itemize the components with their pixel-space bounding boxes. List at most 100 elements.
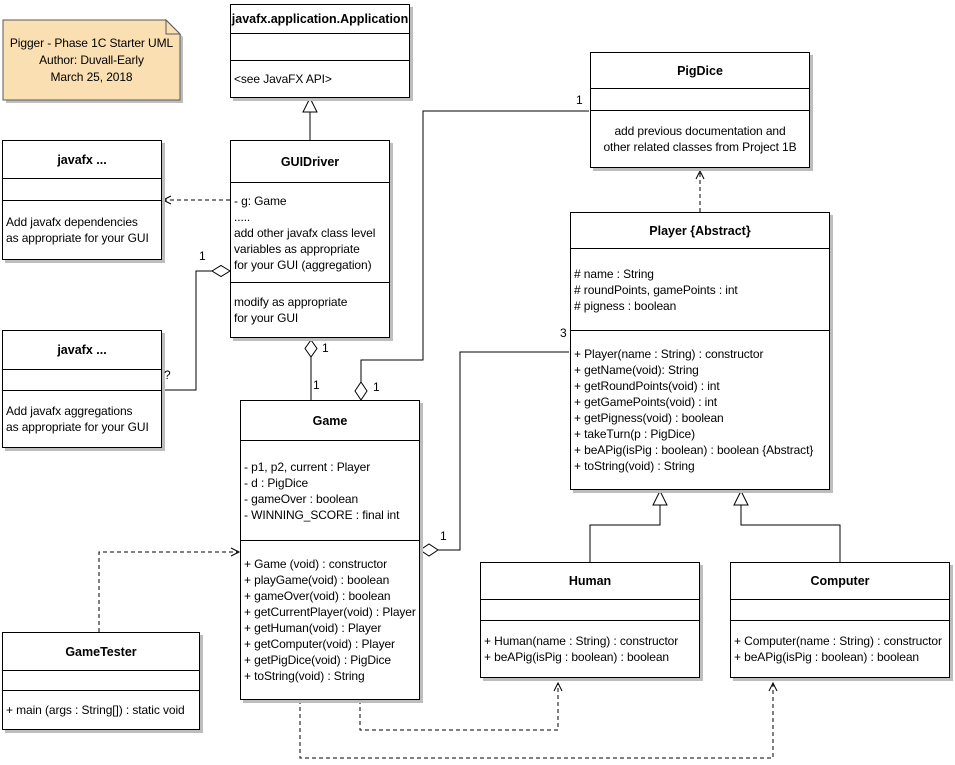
methods-section: + Human(name : String) : constructor + b… [481, 621, 699, 677]
method-line: + getHuman(void) : Player [244, 621, 382, 635]
class-javafx-dependencies[interactable]: javafx ... Add javafx dependencies as ap… [2, 140, 162, 260]
methods-section: Add javafx aggregations as appropriate f… [3, 391, 161, 447]
multiplicity-label: ? [164, 368, 171, 382]
methods-section: + Game (void) : constructor + playGame(v… [241, 541, 419, 699]
aggregation-diamond-icon [354, 381, 368, 401]
class-title: javafx ... [3, 331, 161, 370]
method-line: + Game (void) : constructor [244, 557, 388, 571]
attributes-section: - p1, p2, current : Player - d : PigDice… [241, 441, 419, 541]
generalization-triangle-icon [652, 489, 668, 506]
methods-section: modify as appropriate for your GUI [231, 283, 389, 337]
method-line: add previous documentation and [614, 124, 786, 138]
class-javafx-aggregations[interactable]: javafx ... Add javafx aggregations as ap… [2, 330, 162, 448]
class-game[interactable]: Game - p1, p2, current : Player - d : Pi… [240, 400, 420, 700]
attribute-line: - p1, p2, current : Player [244, 459, 371, 474]
attributes-section: - g: Game ..... add other javafx class l… [231, 183, 389, 283]
dependency-arrowhead-icon [768, 681, 778, 692]
methods-section: + Computer(name : String) : constructor … [731, 621, 949, 677]
method-line: as appropriate for your GUI [6, 231, 149, 245]
class-title: javafx ... [3, 141, 161, 179]
class-player[interactable]: Player {Abstract} # name : String # roun… [570, 212, 830, 490]
aggregation-game-pigdice[interactable] [354, 110, 589, 401]
class-pigdice[interactable]: PigDice add previous documentation and o… [590, 52, 810, 168]
attribute-line: variables as appropriate [234, 241, 360, 256]
dependency-arrowhead-icon [553, 681, 563, 692]
attribute-line: # roundPoints, gamePoints : int [574, 282, 738, 297]
aggregation-guidriver-game[interactable] [304, 339, 318, 400]
method-line: + getRoundPoints(void) : int [574, 379, 720, 393]
attributes-section: # name : String # roundPoints, gamePoint… [571, 249, 829, 331]
method-line: <see JavaFX API> [234, 72, 332, 86]
methods-section: + main (args : String[]) : static void [3, 691, 199, 729]
attribute-line: - gameOver : boolean [244, 491, 359, 506]
dependency-gametester-game[interactable] [98, 547, 241, 632]
class-title: GameTester [3, 633, 199, 671]
method-line: + getCurrentPlayer(void) : Player [244, 605, 416, 619]
attributes-section [3, 671, 199, 691]
aggregation-game-player[interactable] [419, 351, 569, 557]
class-gametester[interactable]: GameTester + main (args : String[]) : st… [2, 632, 200, 730]
generalization-guidriver-application[interactable] [302, 96, 318, 140]
multiplicity-label: 1 [440, 529, 447, 543]
generalization-triangle-icon [733, 489, 749, 506]
class-title: Human [481, 563, 699, 600]
multiplicity-label: 1 [313, 378, 320, 392]
attribute-line: for your GUI (aggregation) [234, 257, 372, 272]
dependency-game-computer[interactable] [299, 681, 778, 759]
generalization-human-player[interactable] [589, 489, 668, 562]
method-line: + toString(void) : String [244, 669, 365, 683]
class-title: javafx.application.Application [231, 5, 409, 34]
connector-line [98, 551, 239, 632]
attributes-section [731, 600, 949, 621]
attribute-line: # name : String [574, 266, 654, 281]
method-line: + Computer(name : String) : constructor [734, 634, 942, 648]
attributes-section [591, 89, 809, 111]
dependency-game-human[interactable] [359, 681, 563, 731]
connector-line [589, 505, 661, 562]
generalization-computer-player[interactable] [733, 489, 841, 562]
aggregation-diamond-icon [419, 543, 439, 557]
dependency-arrowhead-icon [695, 169, 705, 180]
generalization-triangle-icon [302, 96, 318, 113]
connector-line [299, 683, 774, 759]
class-human[interactable]: Human + Human(name : String) : construct… [480, 562, 700, 678]
method-line: + getName(void): String [574, 363, 699, 377]
class-computer[interactable]: Computer + Computer(name : String) : con… [730, 562, 950, 678]
aggregation-diamond-icon [211, 264, 231, 278]
method-line: + playGame(void) : boolean [244, 573, 390, 587]
dependency-guidriver-javafx[interactable] [161, 195, 230, 205]
method-line: + beAPig(isPig : boolean) : boolean [734, 650, 919, 664]
class-guidriver[interactable]: GUIDriver - g: Game ..... add other java… [230, 140, 390, 338]
attribute-line: add other javafx class level [234, 225, 376, 240]
attributes-section [231, 34, 409, 61]
attribute-line: - d : PigDice [244, 475, 309, 490]
class-application[interactable]: javafx.application.Application <see Java… [230, 4, 410, 98]
sticky-note-shape [2, 18, 183, 103]
method-line: Add javafx aggregations [6, 404, 133, 418]
aggregation-diamond-icon [304, 339, 318, 358]
aggregation-guidriver-javafx[interactable] [163, 264, 231, 391]
attribute-line: ..... [234, 209, 251, 224]
attributes-section [3, 179, 161, 201]
method-line: Add javafx dependencies [6, 215, 138, 229]
diagram-note[interactable]: Pigger - Phase 1C Starter UML Author: Du… [3, 20, 180, 100]
method-line: + main (args : String[]) : static void [6, 703, 185, 717]
multiplicity-label: 1 [199, 249, 206, 263]
method-line: + Player(name : String) : constructor [574, 347, 764, 361]
class-title: Player {Abstract} [571, 213, 829, 249]
multiplicity-label: 1 [576, 93, 583, 107]
method-line: + getGamePoints(void) : int [574, 395, 718, 409]
method-line: + getPigDice(void) : PigDice [244, 653, 391, 667]
method-line: as appropriate for your GUI [6, 420, 149, 434]
method-line: + toString(void) : String [574, 459, 695, 473]
dependency-arrowhead-icon [230, 547, 241, 557]
multiplicity-label: 1 [322, 341, 329, 355]
method-line: modify as appropriate [234, 295, 348, 309]
connector-line [740, 505, 841, 562]
dependency-player-pigdice[interactable] [695, 169, 705, 212]
method-line: for your GUI [234, 311, 299, 325]
method-line: + getComputer(void) : Player [244, 637, 395, 651]
method-line: + Human(name : String) : constructor [484, 634, 679, 648]
methods-section: + Player(name : String) : constructor + … [571, 331, 829, 489]
